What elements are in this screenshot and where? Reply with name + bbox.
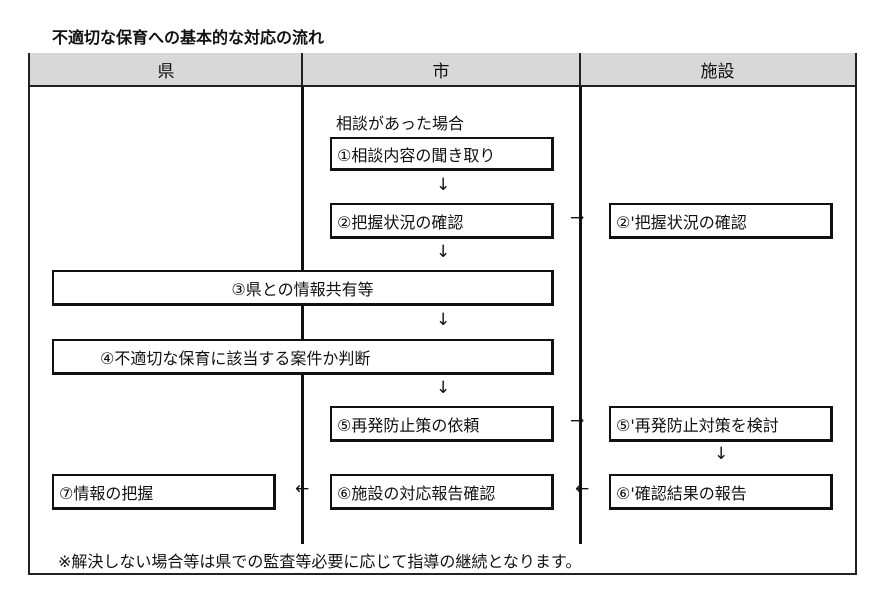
arrow-right: → bbox=[570, 208, 585, 228]
column-header-prefecture: 県 bbox=[30, 53, 302, 87]
column-separator bbox=[301, 374, 304, 544]
step-2f-box: ②'把握状況の確認 bbox=[609, 203, 833, 239]
column-separator bbox=[579, 87, 582, 544]
step-6-box: ⑥施設の対応報告確認 bbox=[330, 474, 554, 510]
step-4-box: ④不適切な保育に該当する案件か判断 bbox=[52, 339, 554, 375]
column-header-city: 市 bbox=[302, 53, 580, 87]
header-divider bbox=[301, 53, 303, 87]
step-5-box: ⑤再発防止策の依頼 bbox=[330, 406, 554, 442]
arrow-down: ↓ bbox=[436, 378, 451, 398]
arrow-down: ↓ bbox=[436, 242, 451, 262]
header-divider bbox=[579, 53, 581, 87]
step-7-box: ⑦情報の把握 bbox=[52, 474, 276, 510]
arrow-down: ↓ bbox=[714, 444, 729, 464]
arrow-left: ← bbox=[575, 479, 590, 499]
arrow-down: ↓ bbox=[436, 175, 451, 195]
column-separator bbox=[301, 305, 304, 339]
arrow-down: ↓ bbox=[436, 310, 451, 330]
column-separator bbox=[301, 87, 304, 275]
step-1-box: ①相談内容の聞き取り bbox=[330, 137, 554, 171]
diagram-title: 不適切な保育への基本的な対応の流れ bbox=[52, 28, 325, 47]
step-6f-box: ⑥'確認結果の報告 bbox=[609, 474, 833, 510]
arrow-left: ← bbox=[295, 479, 310, 499]
step-5f-box: ⑤'再発防止対策を検討 bbox=[609, 406, 833, 442]
footnote: ※解決しない場合等は県での監査等必要に応じて指導の継続となります。 bbox=[58, 552, 582, 571]
consult-label: 相談があった場合 bbox=[336, 114, 465, 133]
column-header-facility: 施設 bbox=[580, 53, 855, 87]
step-3-box: ③県との情報共有等 bbox=[52, 270, 554, 306]
arrow-right: → bbox=[570, 411, 585, 431]
step-2-box: ②把握状況の確認 bbox=[330, 203, 554, 239]
